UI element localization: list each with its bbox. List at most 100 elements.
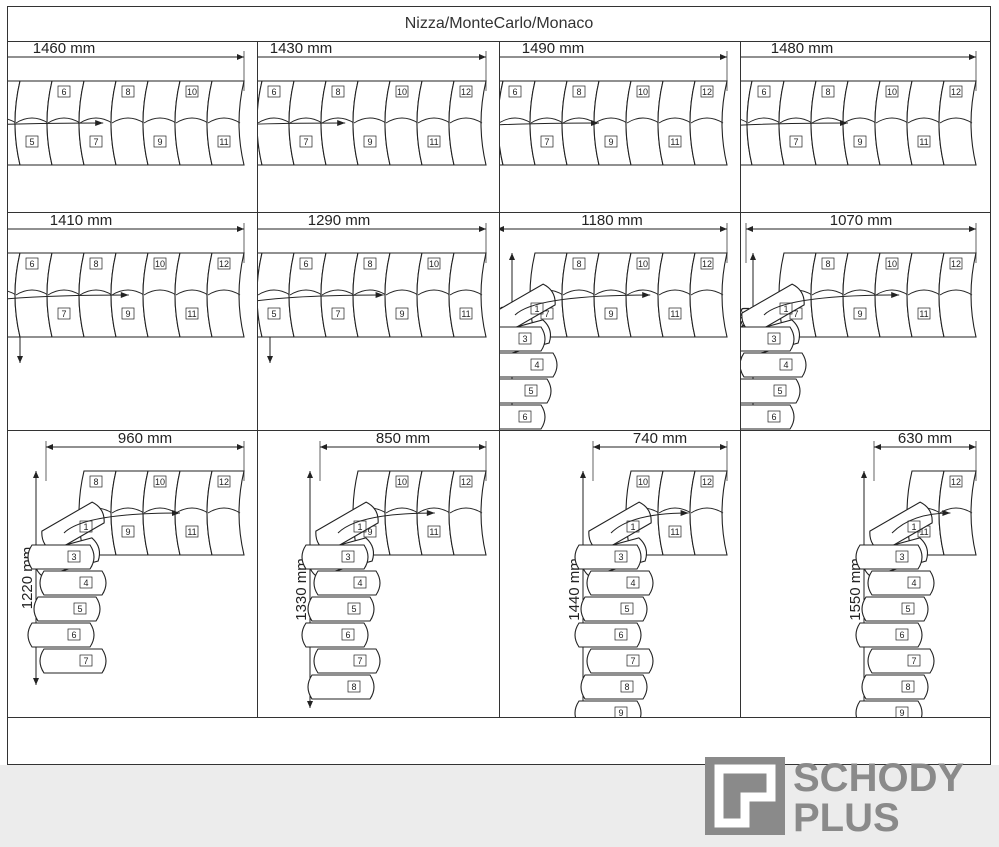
stair-tread: [206, 470, 245, 556]
svg-text:3: 3: [771, 334, 776, 344]
svg-text:7: 7: [544, 309, 549, 319]
stair-tread-turned: [500, 404, 546, 430]
stair-tread: [689, 80, 728, 166]
svg-text:9: 9: [608, 309, 613, 319]
stair-tread-turned: [867, 570, 935, 596]
svg-text:3: 3: [345, 552, 350, 562]
stair-layout-7: 1180 mm1000 mm789101112123456: [500, 213, 741, 431]
svg-text:1: 1: [83, 522, 88, 532]
stair-tread-turned: [580, 596, 648, 622]
width-dimension-label: 1180 mm: [581, 213, 642, 229]
stair-layout-3: 1490 mm700 mm345678910111212: [500, 41, 741, 213]
stair-layout-6: 1290 mm890 mm4567891011123: [258, 213, 500, 431]
stair-tread-turned: [39, 648, 107, 674]
stair-layout-5: 1410 mm780 mm456789101112123: [8, 213, 258, 431]
stair-tread-turned: [500, 326, 546, 352]
svg-text:9: 9: [125, 527, 130, 537]
stair-tread-turned: [861, 674, 929, 700]
stair-tread-turned: [313, 648, 381, 674]
stair-tread: [448, 80, 487, 166]
svg-text:9: 9: [608, 137, 613, 147]
stair-tread-turned: [586, 570, 654, 596]
svg-text:10: 10: [397, 87, 407, 97]
stair-tread-turned: [500, 352, 558, 378]
svg-text:12: 12: [461, 477, 471, 487]
svg-text:9: 9: [899, 708, 904, 718]
svg-text:5: 5: [624, 604, 629, 614]
logo-line-1: SCHODY: [793, 757, 964, 800]
width-dimension-label: 1430 mm: [270, 41, 333, 57]
svg-text:11: 11: [919, 137, 928, 147]
svg-text:6: 6: [61, 87, 66, 97]
stair-tread-turned: [39, 570, 107, 596]
svg-text:6: 6: [29, 259, 34, 269]
svg-text:4: 4: [83, 578, 88, 588]
svg-text:5: 5: [777, 386, 782, 396]
svg-text:12: 12: [219, 259, 229, 269]
svg-text:7: 7: [303, 137, 308, 147]
stair-tread: [938, 252, 977, 338]
svg-text:12: 12: [951, 477, 961, 487]
stair-tread-turned: [307, 674, 375, 700]
stair-tread-turned: [33, 596, 101, 622]
svg-text:9: 9: [857, 309, 862, 319]
depth-dimension-label: 1330 mm: [293, 558, 310, 621]
svg-text:12: 12: [461, 87, 471, 97]
svg-text:6: 6: [522, 412, 527, 422]
stair-tread-turned: [301, 544, 369, 570]
svg-text:11: 11: [919, 309, 928, 319]
svg-text:4: 4: [630, 578, 635, 588]
stair-tread-turned: [586, 648, 654, 674]
svg-text:12: 12: [951, 259, 961, 269]
svg-text:10: 10: [887, 87, 897, 97]
stair-tread-turned: [855, 544, 923, 570]
width-dimension-label: 1490 mm: [522, 41, 585, 57]
stair-plan-drawing: 1180 mm1000 mm789101112123456: [500, 213, 728, 430]
stair-plan-drawing: 1480 mm740 mm345678910111212: [741, 41, 977, 166]
stair-tread-turned: [741, 352, 807, 378]
stair-tread-turned: [574, 700, 642, 717]
svg-text:10: 10: [887, 259, 897, 269]
svg-text:11: 11: [670, 527, 679, 537]
stair-layout-4: 1480 mm740 mm345678910111212: [741, 41, 990, 213]
svg-text:1: 1: [534, 304, 539, 314]
svg-text:10: 10: [638, 477, 648, 487]
svg-text:1: 1: [357, 522, 362, 532]
stair-tread: [206, 80, 245, 166]
stair-tread-turned: [27, 544, 95, 570]
svg-text:6: 6: [618, 630, 623, 640]
stair-tread-turned: [588, 501, 652, 553]
svg-text:9: 9: [367, 527, 372, 537]
svg-text:5: 5: [271, 309, 276, 319]
svg-text:5: 5: [29, 137, 34, 147]
svg-text:11: 11: [187, 309, 196, 319]
svg-text:7: 7: [630, 656, 635, 666]
svg-text:11: 11: [919, 527, 928, 537]
svg-text:6: 6: [345, 630, 350, 640]
svg-text:8: 8: [93, 259, 98, 269]
svg-text:9: 9: [125, 309, 130, 319]
stair-tread-turned: [313, 570, 381, 596]
svg-text:7: 7: [335, 309, 340, 319]
svg-text:9: 9: [367, 137, 372, 147]
svg-text:4: 4: [911, 578, 916, 588]
svg-text:3: 3: [71, 552, 76, 562]
svg-text:12: 12: [219, 477, 229, 487]
svg-text:5: 5: [77, 604, 82, 614]
stair-layout-2: 1430 mm660 mm234567891011121: [258, 41, 500, 213]
svg-text:7: 7: [544, 137, 549, 147]
stair-tread-turned: [307, 596, 375, 622]
stair-tread-turned: [855, 700, 923, 717]
depth-dimension-label: 1550 mm: [847, 558, 864, 621]
stair-tread-turned: [741, 326, 795, 352]
svg-text:12: 12: [951, 87, 961, 97]
svg-text:1: 1: [783, 304, 788, 314]
stair-tread: [938, 80, 977, 166]
stair-tread: [448, 252, 487, 338]
depth-dimension-label: 1440 mm: [566, 558, 583, 621]
stair-tread-turned: [867, 648, 935, 674]
